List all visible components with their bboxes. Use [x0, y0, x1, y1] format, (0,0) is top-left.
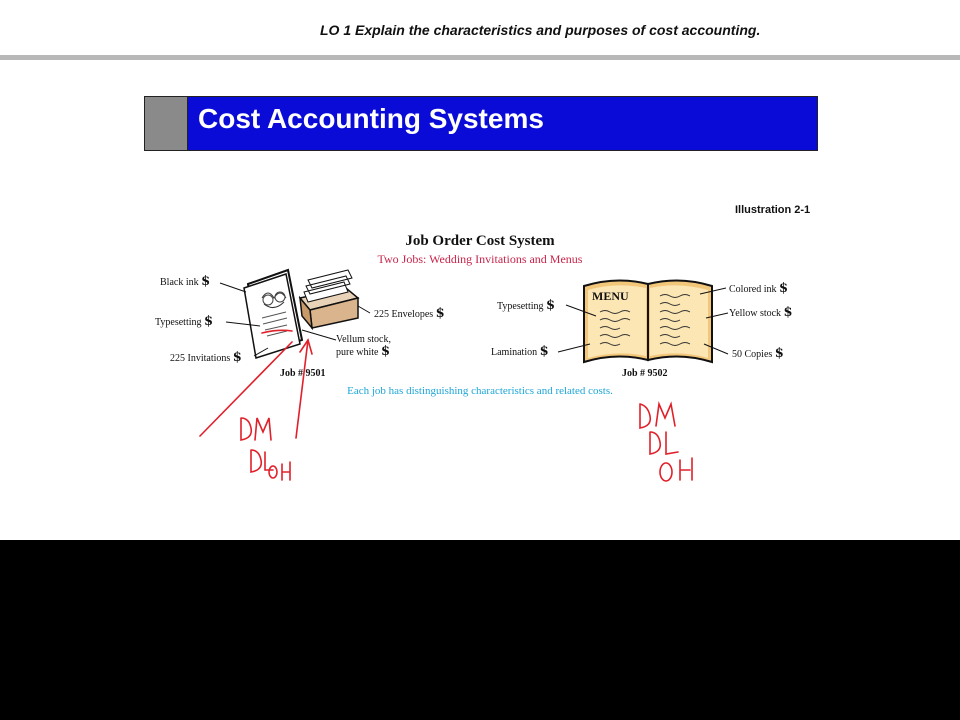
envelope-box-illustration [298, 269, 360, 331]
label-colored-ink: Colored ink $ [729, 281, 789, 296]
handwritten-annotations [199, 329, 693, 482]
dollar-icon: $ [381, 344, 391, 359]
dollar-icon: $ [435, 306, 445, 321]
diagram-caption: Each job has distinguishing characterist… [347, 385, 613, 397]
illustration-label: Illustration 2-1 [735, 204, 811, 216]
label-typesetting-job1: Typesetting $ [155, 314, 214, 329]
menu-word: MENU [592, 289, 629, 303]
job1-leader-lines [219, 282, 371, 357]
learning-objective: LO 1 Explain the characteristics and pur… [320, 22, 761, 38]
diagram-title: Job Order Cost System [405, 233, 555, 249]
dollar-icon: $ [204, 314, 214, 329]
label-typesetting-job2: Typesetting $ [497, 298, 556, 313]
job2-leader-lines [557, 287, 729, 355]
title-bar: Cost Accounting Systems [144, 96, 818, 151]
diagram-artwork: MENU [199, 268, 729, 482]
label-copies: 50 Copies $ [732, 346, 784, 361]
label-lamination: Lamination $ [491, 344, 549, 359]
label-black-ink: Black ink $ [160, 274, 211, 289]
dollar-icon: $ [201, 274, 211, 289]
slide: LO 1 Explain the characteristics and pur… [0, 0, 960, 540]
job-number-9502: Job # 9502 [622, 368, 668, 379]
label-invitations: 225 Invitations $ [170, 350, 242, 365]
label-vellum-stock: Vellum stock,pure white $ [336, 334, 391, 359]
dollar-icon: $ [779, 281, 789, 296]
title-accent-block [145, 97, 188, 150]
invitation-illustration [243, 268, 304, 359]
dollar-icon: $ [774, 346, 784, 361]
label-yellow-stock: Yellow stock $ [729, 305, 793, 320]
black-letterbox-bar [0, 540, 960, 720]
dollar-icon: $ [783, 305, 793, 320]
dollar-icon: $ [232, 350, 242, 365]
menu-illustration: MENU [583, 279, 713, 364]
label-envelopes: 225 Envelopes $ [374, 306, 445, 321]
header-divider [0, 55, 960, 60]
dollar-icon: $ [546, 298, 556, 313]
slide-title: Cost Accounting Systems [198, 103, 544, 134]
dollar-icon: $ [539, 344, 549, 359]
diagram-subtitle: Two Jobs: Wedding Invitations and Menus [377, 252, 583, 266]
job-number-9501: Job # 9501 [280, 368, 326, 379]
